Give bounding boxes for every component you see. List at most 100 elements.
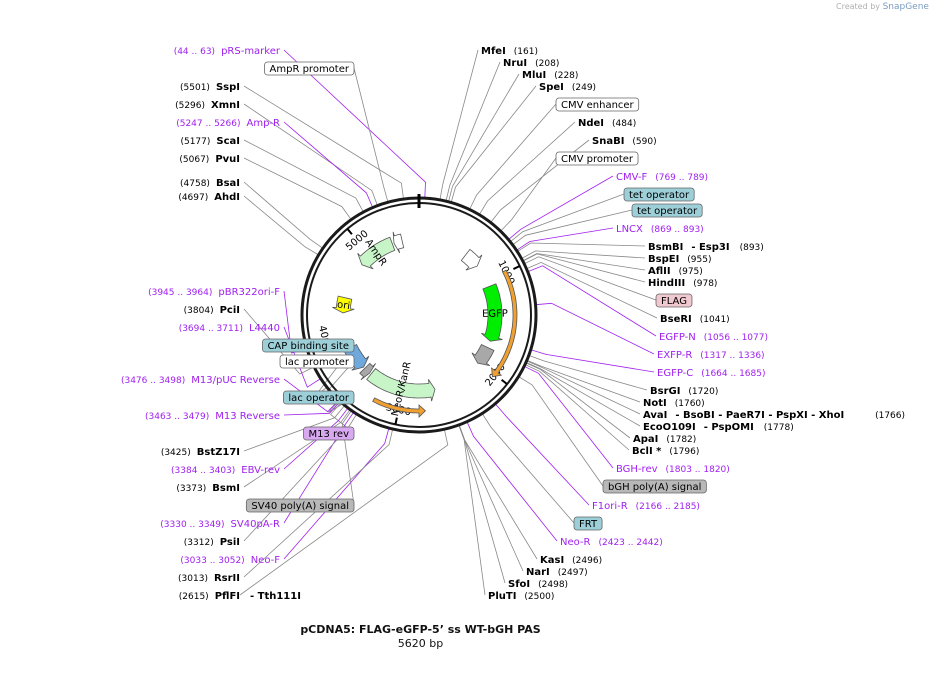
annotation-mlui: MluI (228) — [522, 70, 578, 81]
annotation-coord: (4697) — [178, 193, 208, 203]
annotation-name: CMV enhancer — [561, 100, 635, 111]
feature-label-ori: ori — [336, 299, 350, 312]
tick-mark — [500, 379, 508, 385]
leader-line — [243, 405, 346, 452]
feature-bgh-poly-a-signal — [471, 343, 495, 366]
annotation-coord: (5501) — [180, 83, 210, 93]
annotation-coord: (1766) — [875, 411, 905, 421]
leader-line — [466, 421, 558, 542]
annotation-name: Neo-R — [560, 537, 591, 548]
annotation-coord: (5296) — [175, 101, 205, 111]
annotation-ebv-rev: EBV-rev (3384 .. 3403) — [171, 465, 280, 476]
leader-line — [478, 121, 576, 215]
annotation-ecoo109i: EcoO109I- PspOMI(1778) — [643, 422, 794, 433]
leader-line — [517, 242, 646, 252]
leader-line — [448, 73, 520, 202]
annotation-name: BsaI — [216, 178, 240, 189]
annotation-pbr322ori-f: pBR322ori-F(3945 .. 3964) — [148, 287, 280, 298]
annotation-coord: (3694 .. 3711) — [179, 324, 243, 334]
annotation-name: L4440 — [249, 323, 280, 334]
annotation-name: PvuI — [215, 154, 240, 165]
annotation-name: bGH poly(A) signal — [608, 482, 701, 493]
credit-prefix: Created by — [836, 2, 881, 11]
annotation-name: SfoI — [508, 579, 530, 590]
annotation-kasi: KasI (2496) — [540, 555, 602, 566]
feature-neor-kanr — [366, 368, 436, 402]
annotation-name: SV40 poly(A) signal — [251, 501, 349, 512]
annotation-name: AmpR promoter — [270, 64, 350, 75]
annotation-name: M13 Reverse — [215, 411, 280, 422]
annotation-name: EBV-rev — [241, 465, 280, 476]
annotation-name: CMV-F — [616, 172, 647, 183]
feature-box — [262, 338, 355, 353]
annotation-bsmbi: BsmBI- Esp3I(893) — [648, 242, 764, 253]
feature-egfp — [481, 283, 503, 342]
feature-box — [555, 151, 639, 166]
annotation-coord: (1760) — [675, 399, 705, 409]
annotation-coord: (3384 .. 3403) — [171, 466, 235, 476]
annotation-coord: (3312) — [184, 538, 214, 548]
annotation-coord: (1664 .. 1685) — [701, 369, 765, 379]
feature-box — [623, 187, 695, 202]
annotation-pluti: PluTI(2500) — [488, 591, 554, 602]
annotation-cmv-enhancer: CMV enhancer — [555, 97, 640, 112]
feature-box — [264, 61, 355, 76]
annotation-name: M13 rev — [309, 429, 350, 440]
annotation-name: EGFP-N — [659, 332, 696, 343]
annotation-coord: (978) — [693, 279, 717, 289]
leader-line — [521, 250, 646, 259]
annotation-ampr-promoter: AmpR promoter — [264, 61, 355, 76]
annotation-coord: (3463 .. 3479) — [145, 412, 209, 422]
annotation-name: MluI — [522, 70, 546, 81]
leader-line — [283, 411, 355, 524]
annotation-lncx: LNCX (869 .. 893) — [616, 224, 704, 235]
leader-line — [283, 407, 349, 470]
leader-line — [283, 49, 426, 199]
annotation-coord: (590) — [632, 137, 656, 147]
leader-line — [524, 364, 630, 451]
plasmid-size: 5620 bp — [397, 637, 444, 650]
annotation-mfei: MfeI(161) — [481, 46, 538, 57]
leader-line — [239, 429, 449, 596]
leader-line — [353, 67, 389, 203]
annotation-coord: (1803 .. 1820) — [666, 465, 730, 475]
annotation-bgh-rev: BGH-rev (1803 .. 1820) — [616, 464, 730, 475]
annotation-name: PciI — [220, 305, 240, 316]
annotation-name: F1ori-R — [592, 501, 628, 512]
annotation-bsmi: BsmI(3373) — [176, 483, 240, 494]
annotation-coord: (869 .. 893) — [651, 225, 704, 235]
annotation-coord: (2496) — [572, 556, 602, 566]
annotation-name: ScaI — [216, 136, 240, 147]
annotation-coord: (3945 .. 3964) — [148, 288, 212, 298]
annotation-name: NdeI — [578, 118, 604, 129]
annotation-ahdi: AhdI(4697) — [178, 192, 240, 203]
leader-line — [525, 362, 631, 439]
tick-mark — [346, 228, 353, 235]
annotation-neo-r: Neo-R(2423 .. 2442) — [560, 537, 663, 548]
annotation-psii: PsiI(3312) — [184, 537, 240, 548]
leader-line — [535, 302, 655, 355]
annotation-name: lac promoter — [285, 357, 350, 368]
tick-mark — [394, 417, 398, 425]
plasmid-name: pCDNA5: FLAG-eGFP-5’ ss WT-bGH PAS — [300, 623, 541, 636]
leader-line — [481, 413, 575, 524]
leader-line — [243, 103, 378, 206]
annotation-name: ApaI — [633, 434, 658, 445]
annotation-name: MfeI — [481, 46, 506, 57]
annotation-rsrii: RsrII(3013) — [178, 573, 240, 584]
snapgene-credit: Created by SnapGene — [836, 2, 929, 12]
annotation-name: LNCX — [616, 224, 643, 235]
annotation-name: FRT — [579, 519, 598, 530]
annotation-lac-operator: lac operator — [283, 390, 355, 405]
annotation-coord: (5067) — [179, 155, 209, 165]
annotation-coord: (893) — [740, 243, 764, 253]
annotation-coord: (228) — [554, 71, 578, 81]
annotation-bstz17i: BstZ17I(3425) — [161, 447, 240, 458]
annotation-name: NarI — [526, 567, 550, 578]
annotation-name: BGH-rev — [616, 464, 658, 475]
annotation-name: AflII — [648, 266, 671, 277]
annotation-tet-operator: tet operator — [631, 203, 703, 218]
leader-line — [500, 157, 557, 232]
annotation-name: KasI — [540, 555, 564, 566]
